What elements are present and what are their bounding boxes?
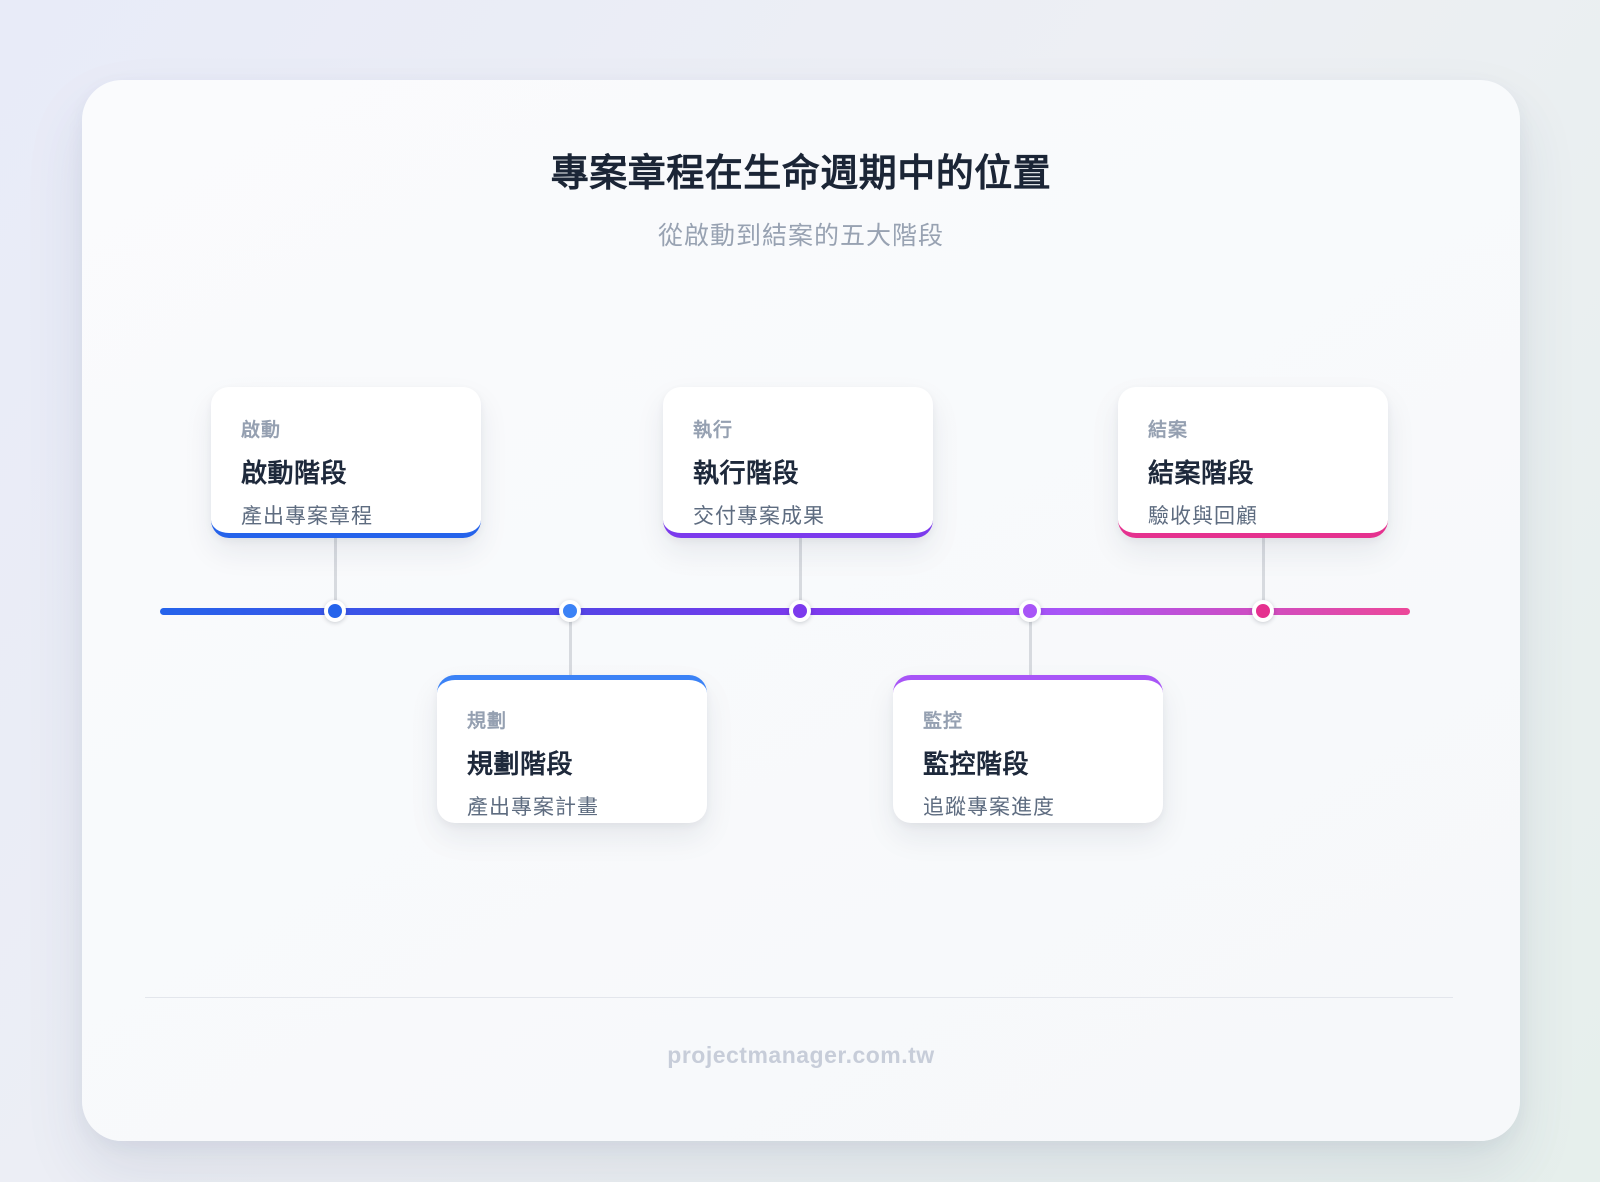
timeline-dot-monitoring [1019,600,1041,622]
phase-card-monitoring: 監控 監控階段 追蹤專案進度 [893,675,1163,823]
phase-title: 規劃階段 [467,749,574,779]
page-title: 專案章程在生命週期中的位置 [550,153,1052,195]
phase-desc: 產出專案計畫 [467,796,599,819]
phase-label: 監控 [923,711,964,732]
phase-desc: 交付專案成果 [693,505,825,528]
connector-line [1029,611,1032,677]
connector-line [799,535,802,611]
phase-card-execution: 執行 執行階段 交付專案成果 [663,387,933,538]
phase-desc: 驗收與回顧 [1148,505,1258,528]
phase-title: 啟動階段 [241,458,348,488]
timeline-dot-planning [559,600,581,622]
phase-label: 執行 [693,420,734,441]
phase-card-initiation: 啟動 啟動階段 產出專案章程 [211,387,481,538]
timeline-dot-closing [1252,600,1274,622]
footer-watermark: projectmanager.com.tw [667,1042,935,1068]
timeline-dot-execution [789,600,811,622]
footer-divider [145,997,1453,998]
phase-title: 結案階段 [1148,458,1255,488]
phase-desc: 產出專案章程 [241,505,373,528]
infographic-card: 專案章程在生命週期中的位置 從啟動到結案的五大階段 啟動 啟動階段 產出專案章程… [82,80,1520,1141]
connector-line [569,611,572,677]
page-subtitle: 從啟動到結案的五大階段 [657,222,944,250]
phase-label: 規劃 [467,711,508,732]
phase-label: 啟動 [241,420,282,441]
phase-card-closing: 結案 結案階段 驗收與回顧 [1118,387,1388,538]
phase-title: 執行階段 [693,458,800,488]
phase-label: 結案 [1148,420,1189,441]
connector-line [1262,535,1265,611]
phase-title: 監控階段 [923,749,1030,779]
connector-line [334,535,337,611]
phase-desc: 追蹤專案進度 [923,796,1055,819]
timeline-bar [160,608,1410,615]
timeline-dot-initiation [324,600,346,622]
phase-card-planning: 規劃 規劃階段 產出專案計畫 [437,675,707,823]
